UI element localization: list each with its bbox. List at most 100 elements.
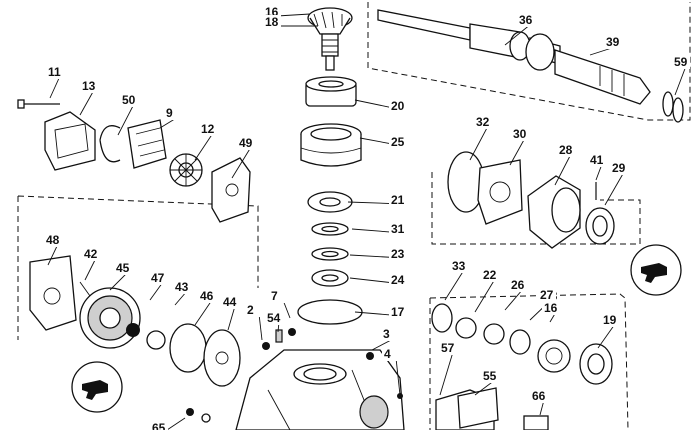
- callout-label: 23: [391, 247, 405, 261]
- leader-line: [49, 75, 61, 99]
- callout-label-bg: [557, 143, 575, 157]
- group-box-lower-right: [429, 293, 629, 430]
- callout-badge-left: [71, 361, 123, 413]
- leader-line: [674, 65, 687, 96]
- callout-12: 12: [194, 122, 217, 161]
- callout-label-bg: [149, 271, 167, 285]
- callout-label: 20: [391, 99, 405, 113]
- callout-label: 7: [271, 289, 278, 303]
- callout-13: 13: [79, 79, 98, 116]
- leader-line: [194, 299, 213, 326]
- callout-label-bg: [237, 136, 255, 150]
- callout-label-bg: [245, 303, 263, 317]
- leader-line: [554, 153, 572, 186]
- leader-line: [47, 243, 59, 266]
- callout-label: 33: [452, 259, 466, 273]
- callout-label: 26: [511, 278, 525, 292]
- callout-label: 46: [200, 289, 214, 303]
- callout-label-bg: [610, 161, 628, 175]
- callout-label-bg: [601, 313, 619, 327]
- callout-label: 30: [513, 127, 527, 141]
- callout-label: 28: [559, 143, 573, 157]
- callout-label: 27: [540, 288, 554, 302]
- callout-label-bg: [481, 369, 499, 383]
- callout-label: 66: [532, 389, 546, 403]
- gearcase-housing: [186, 328, 405, 430]
- leader-line: [469, 125, 489, 161]
- callout-label: 16: [544, 301, 558, 315]
- callout-label: 43: [175, 280, 189, 294]
- callout-30: 30: [509, 127, 529, 166]
- callout-50: 50: [117, 93, 138, 136]
- callout-label: 4: [384, 347, 391, 361]
- leader-line: [117, 103, 135, 136]
- callout-label-bg: [509, 278, 527, 292]
- callout-46: 46: [194, 289, 216, 326]
- leader-line: [395, 357, 401, 396]
- callout-label-bg: [150, 421, 168, 430]
- callout-label-bg: [389, 305, 407, 319]
- leader-line: [474, 278, 496, 313]
- callout-label-bg: [450, 259, 468, 273]
- callout-44: 44: [221, 295, 239, 331]
- callout-label-bg: [265, 311, 283, 325]
- callout-label-bg: [173, 280, 191, 294]
- washer-stack: [297, 191, 363, 325]
- callout-label: 59: [674, 55, 688, 69]
- callout-label-bg: [120, 93, 138, 107]
- callout-label: 45: [116, 261, 130, 275]
- callout-label: 21: [391, 193, 405, 207]
- leader-line: [79, 89, 95, 116]
- callout-label: 54: [267, 311, 281, 325]
- callout-label-bg: [44, 233, 62, 247]
- callout-49: 49: [231, 136, 255, 179]
- callout-label-bg: [538, 288, 556, 302]
- callout-17: 17: [354, 305, 407, 319]
- callout-label-bg: [439, 341, 457, 355]
- callout-18: 18: [263, 15, 318, 29]
- callout-label: 36: [519, 13, 533, 27]
- callout-20: 20: [354, 99, 407, 113]
- callout-label: 32: [476, 115, 490, 129]
- callout-65: 65: [150, 417, 186, 430]
- callout-label: 9: [166, 106, 173, 120]
- callout-label-bg: [511, 127, 529, 141]
- leader-line: [258, 313, 263, 341]
- callout-label: 17: [391, 305, 405, 319]
- callout-label-bg: [80, 79, 98, 93]
- callout-48: 48: [44, 233, 62, 266]
- callout-label-bg: [269, 289, 287, 303]
- callout-45: 45: [109, 261, 132, 291]
- callout-2: 2: [245, 303, 263, 341]
- callout-badge-right: [630, 244, 682, 296]
- leader-line: [509, 137, 526, 166]
- left-housing-parts: [29, 255, 241, 387]
- callout-label: 31: [391, 222, 405, 236]
- callout-label: 2: [247, 303, 254, 317]
- callout-label-bg: [389, 135, 407, 149]
- callout-label-bg: [114, 261, 132, 275]
- leader-line: [504, 288, 524, 311]
- callout-label: 41: [590, 153, 604, 167]
- right-upper-parts: [447, 151, 615, 249]
- callout-label-bg: [381, 327, 399, 341]
- callout-7: 7: [269, 289, 291, 319]
- callout-label-bg: [588, 153, 606, 167]
- callout-label-bg: [672, 55, 690, 69]
- callout-label-bg: [198, 289, 216, 303]
- callout-36: 36: [504, 13, 535, 46]
- leader-line: [504, 23, 532, 46]
- callout-label: 29: [612, 161, 626, 175]
- callout-22: 22: [474, 268, 499, 313]
- callout-54: 54: [265, 311, 283, 333]
- callout-label-bg: [46, 65, 64, 79]
- callout-label-bg: [542, 301, 560, 315]
- callout-25: 25: [359, 135, 407, 149]
- callout-4: 4: [382, 347, 401, 396]
- callout-33: 33: [444, 259, 468, 301]
- callout-31: 31: [351, 222, 407, 236]
- callout-label: 19: [603, 313, 617, 327]
- group-box-driveshaft: [367, 2, 691, 121]
